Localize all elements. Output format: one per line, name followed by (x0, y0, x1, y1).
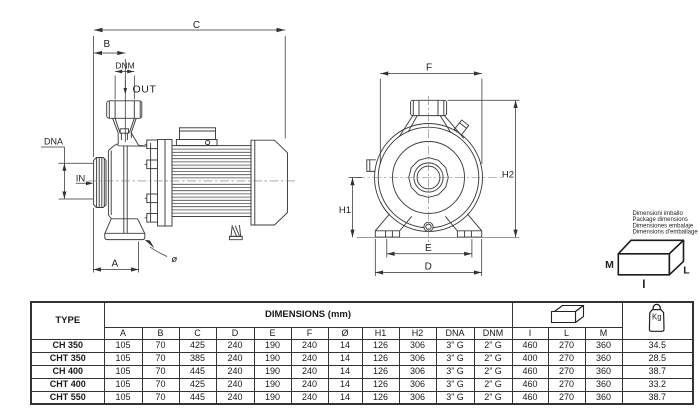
svg-text:H1: H1 (339, 205, 351, 216)
svg-text:A: A (111, 259, 118, 270)
svg-text:Package dimensions: Package dimensions (633, 217, 688, 223)
svg-text:IN: IN (76, 174, 86, 185)
svg-text:Dimensions d'emballage: Dimensions d'emballage (633, 230, 699, 236)
svg-text:L: L (683, 264, 690, 276)
svg-text:Dimensiones embalaje: Dimensiones embalaje (633, 223, 694, 229)
svg-text:ø: ø (171, 254, 177, 265)
svg-text:DNA: DNA (44, 136, 63, 146)
svg-text:C: C (193, 20, 200, 31)
svg-text:Dimensioni imballo: Dimensioni imballo (633, 211, 684, 217)
svg-text:DNM: DNM (115, 60, 134, 70)
svg-text:F: F (426, 63, 432, 74)
svg-text:OUT: OUT (133, 83, 157, 95)
svg-text:H2: H2 (502, 169, 514, 180)
svg-text:I: I (642, 279, 645, 291)
svg-text:Kg: Kg (652, 313, 662, 322)
svg-text:E: E (425, 243, 432, 254)
svg-text:M: M (605, 259, 614, 271)
svg-text:D: D (425, 261, 432, 272)
svg-text:B: B (103, 39, 110, 50)
